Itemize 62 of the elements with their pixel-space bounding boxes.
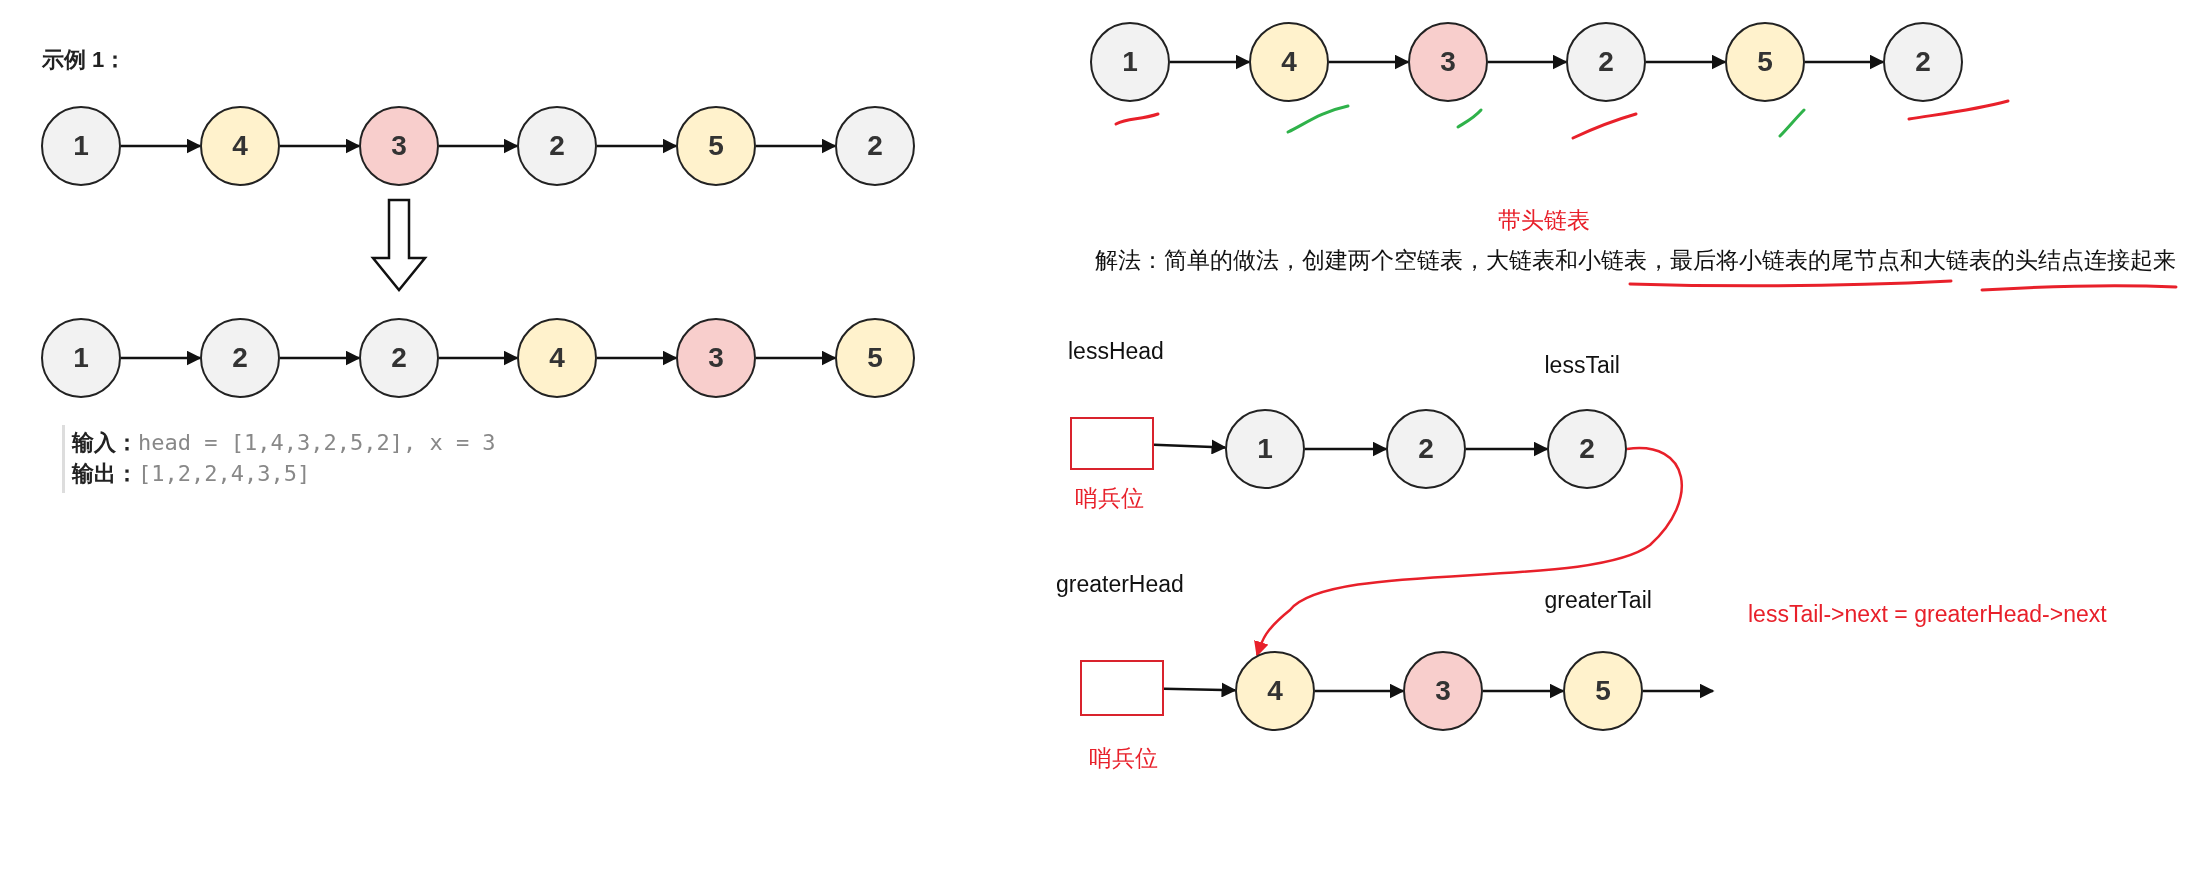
- arrow: [1488, 54, 1568, 70]
- pointer-label: greaterTail: [1544, 586, 1652, 614]
- arrow: [1170, 54, 1251, 70]
- list-node-circle: 5: [835, 318, 915, 398]
- arrow: [280, 138, 361, 154]
- list-node-circle: 2: [517, 106, 597, 186]
- list-node-circle: 1: [41, 318, 121, 398]
- list-node-circle: 1: [1225, 409, 1305, 489]
- arrow: [1329, 54, 1410, 70]
- arrow: [1483, 683, 1565, 699]
- input-line: 输入：head = [1,4,3,2,5,2], x = 3: [72, 429, 496, 457]
- list-node-circle: 2: [359, 318, 439, 398]
- arrow: [597, 138, 678, 154]
- arrow: [121, 350, 202, 366]
- list-node-circle: 2: [1883, 22, 1963, 102]
- arrow: [597, 350, 678, 366]
- curved-arrow: [1254, 447, 1683, 657]
- arrow: [756, 138, 837, 154]
- pointer-label: lessTail: [1544, 351, 1620, 379]
- list-node-circle: 2: [835, 106, 915, 186]
- arrow: [280, 350, 361, 366]
- hollow-arrow: [370, 198, 428, 292]
- output-line: 输出：[1,2,2,4,3,5]: [72, 460, 311, 488]
- solution-text: 解法：简单的做法，创建两个空链表，大链表和小链表，最后将小链表的尾节点和大链表的头结点连接起来: [1095, 245, 2176, 275]
- arrow: [121, 138, 202, 154]
- arrow: [439, 138, 519, 154]
- arrow: [439, 350, 519, 366]
- sentinel-label: 哨兵位: [1074, 483, 1144, 513]
- arrow: [1466, 441, 1549, 457]
- list-node-circle: 2: [1547, 409, 1627, 489]
- list-node-circle: 1: [1090, 22, 1170, 102]
- list-node-circle: 3: [1408, 22, 1488, 102]
- list-node-circle: 3: [1403, 651, 1483, 731]
- list-node-circle: 1: [41, 106, 121, 186]
- pointer-label: greaterHead: [1056, 570, 1184, 598]
- sentinel-box: [1070, 416, 1154, 470]
- assignment-text: lessTail->next = greaterHead->next: [1748, 600, 2107, 628]
- list-node-circle: 5: [676, 106, 756, 186]
- arrow: [1153, 439, 1227, 455]
- arrow: [1315, 683, 1405, 699]
- arrow: [1643, 683, 1715, 699]
- pointer-label: lessHead: [1068, 337, 1164, 365]
- list-node-circle: 5: [1725, 22, 1805, 102]
- arrow: [1305, 441, 1388, 457]
- list-node-circle: 2: [200, 318, 280, 398]
- list-node-circle: 4: [1249, 22, 1329, 102]
- arrow: [1646, 54, 1727, 70]
- arrow: [1805, 54, 1885, 70]
- example-heading: 示例 1：: [42, 46, 127, 74]
- list-node-circle: 4: [200, 106, 280, 186]
- list-node-circle: 3: [359, 106, 439, 186]
- list-node-circle: 2: [1566, 22, 1646, 102]
- section-heading: 带头链表: [1498, 205, 1590, 235]
- list-node-circle: 2: [1386, 409, 1466, 489]
- arrow: [1163, 682, 1237, 698]
- list-node-circle: 4: [517, 318, 597, 398]
- list-node-circle: 4: [1235, 651, 1315, 731]
- list-node-circle: 5: [1563, 651, 1643, 731]
- list-node-circle: 3: [676, 318, 756, 398]
- sentinel-label: 哨兵位: [1088, 743, 1158, 773]
- sentinel-box: [1080, 660, 1164, 716]
- arrow: [756, 350, 837, 366]
